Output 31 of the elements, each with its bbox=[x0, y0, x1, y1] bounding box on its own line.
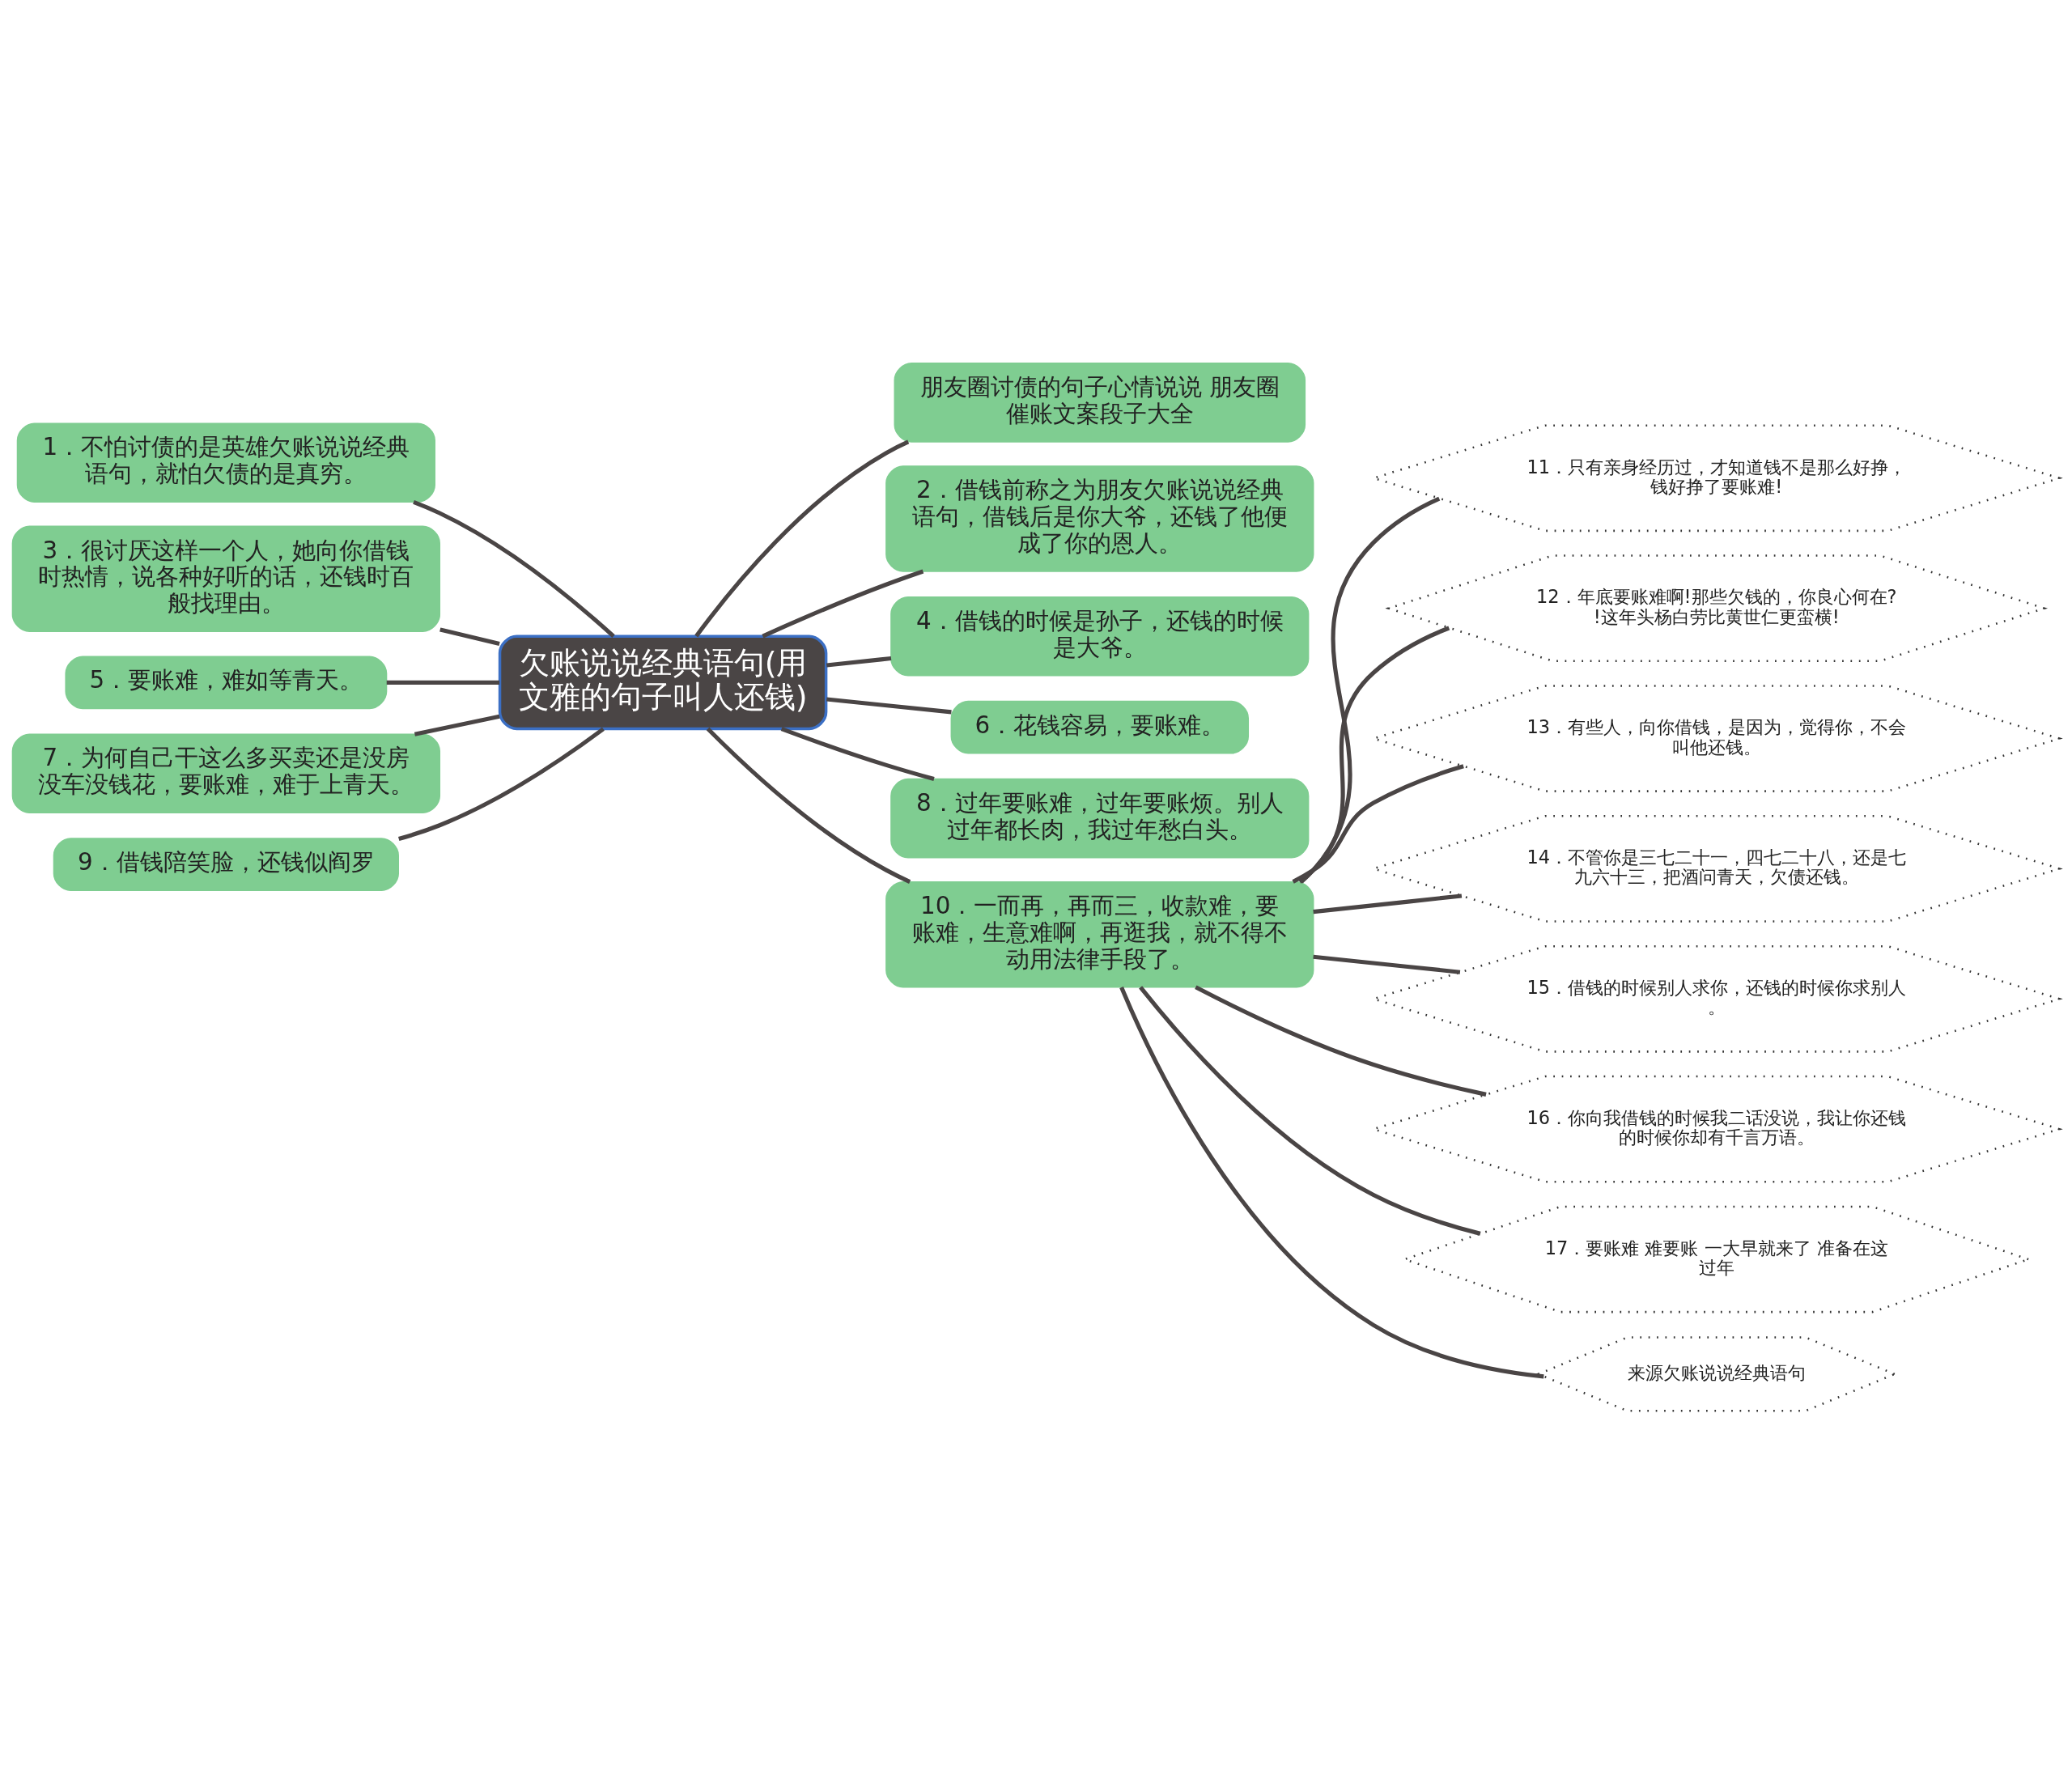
connector bbox=[694, 439, 910, 638]
connector bbox=[1292, 764, 1464, 884]
node-box: 1．不怕讨债的是英雄欠账说说经典语句，就怕欠债的是真穷。 bbox=[16, 422, 435, 503]
connector bbox=[780, 727, 935, 782]
node-box: 5．要账难，难如等青天。 bbox=[65, 656, 388, 710]
connector bbox=[826, 656, 892, 668]
connector bbox=[413, 499, 615, 639]
connector bbox=[762, 569, 924, 639]
connector bbox=[439, 627, 500, 647]
node-box: 4．借钱的时候是孙子，还钱的时候是大爷。 bbox=[890, 596, 1310, 677]
node-box: 6．花钱容易，要账难。 bbox=[950, 700, 1250, 754]
node-box: 朋友圈讨债的句子心情说说 朋友圈催账文案段子大全 bbox=[894, 363, 1306, 443]
node-box: 欠账说说经典语句(用文雅的句子叫人还钱) bbox=[498, 634, 828, 731]
node-box: 7．为何自己干这么多买卖还是没房没车没钱花，要账难，难于上青天。 bbox=[11, 733, 441, 814]
connector bbox=[1313, 954, 1461, 974]
node-box: 8．过年要账难，过年要账烦。别人过年都长肉，我过年愁白头。 bbox=[890, 778, 1310, 859]
connector bbox=[398, 727, 605, 842]
node-box: 3．很讨厌这样一个人，她向你借钱时热情，说各种好听的话，还钱时百般找理由。 bbox=[11, 525, 441, 633]
connector bbox=[706, 727, 911, 884]
connector bbox=[1300, 496, 1441, 884]
connector bbox=[1195, 985, 1487, 1097]
node-box: 9．借钱陪笑脸，还钱似阎罗 bbox=[53, 838, 399, 892]
connector bbox=[1298, 626, 1450, 884]
connector bbox=[1313, 893, 1463, 915]
connector bbox=[386, 680, 500, 685]
connector bbox=[1119, 987, 1544, 1379]
node-box: 10．一而再，再而三，收款难，要账难，生意难啊，再逛我，就不得不动用法律手段了。 bbox=[885, 881, 1314, 988]
node-box: 2．借钱前称之为朋友欠账说说经典语句，借钱后是你大爷，还钱了他便成了你的恩人。 bbox=[885, 465, 1314, 572]
connector bbox=[826, 697, 952, 715]
connector bbox=[1139, 986, 1481, 1236]
connector bbox=[414, 714, 500, 736]
